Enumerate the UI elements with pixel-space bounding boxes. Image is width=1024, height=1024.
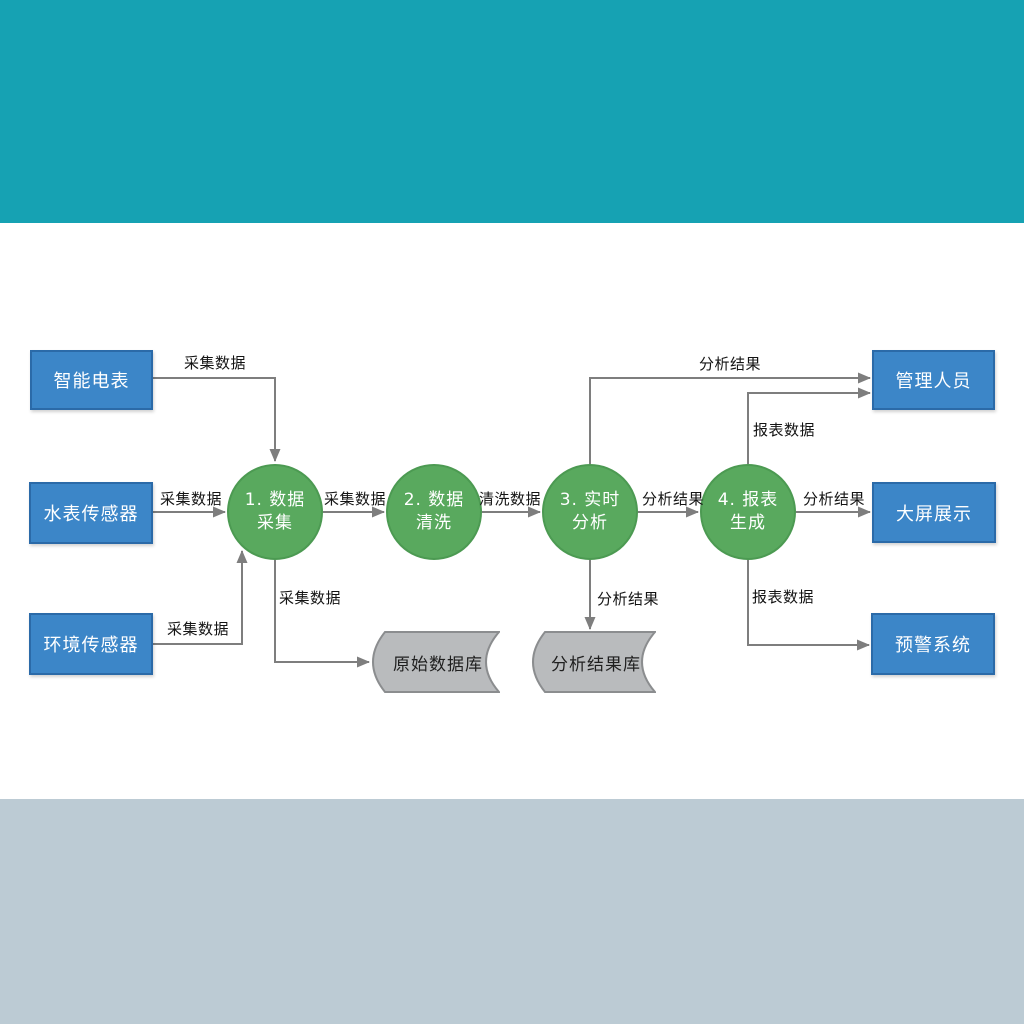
edge-label-cleaned-data: 清洗数据 <box>479 490 542 508</box>
process-3-realtime-analysis: 3. 实时 分析 <box>542 464 638 560</box>
process-label-line2: 分析 <box>572 513 608 533</box>
edge-label-analysis-result: 分析结果 <box>699 355 762 373</box>
edge-label-analysis-result: 分析结果 <box>642 490 705 508</box>
process-4-report-generation: 4. 报表 生成 <box>700 464 796 560</box>
process-label-line2: 清洗 <box>416 513 452 533</box>
process-1-data-collection: 1. 数据 采集 <box>227 464 323 560</box>
edge-label-report-data: 报表数据 <box>752 588 815 606</box>
datastore-label: 原始数据库 <box>393 654 483 675</box>
datastore-shape-icon <box>372 631 500 693</box>
entity-environment-sensor: 环境传感器 <box>29 613 153 675</box>
bottom-band <box>0 799 1024 1024</box>
entity-label: 环境传感器 <box>43 635 139 656</box>
process-label-line2: 生成 <box>730 513 766 533</box>
edge-label-collect-data: 采集数据 <box>184 354 247 372</box>
edge-label-collect-data: 采集数据 <box>279 589 342 607</box>
edge-label-analysis-result: 分析结果 <box>803 490 866 508</box>
top-band <box>0 0 1024 223</box>
edge-smart-meter-to-p1 <box>153 377 281 462</box>
entity-label: 水表传感器 <box>43 504 139 525</box>
edge-label-collect-data: 采集数据 <box>167 620 230 638</box>
process-label-line1: 4. 报表 <box>717 490 779 511</box>
entity-smart-electric-meter: 智能电表 <box>30 350 153 410</box>
datastore-label: 分析结果库 <box>551 654 641 675</box>
datastore-shape-icon <box>532 631 656 693</box>
edge-label-collect-data: 采集数据 <box>324 490 387 508</box>
process-label-line2: 采集 <box>257 513 293 533</box>
edge-label-analysis-result: 分析结果 <box>597 590 660 608</box>
entity-label: 预警系统 <box>895 635 971 656</box>
entity-warning-system: 预警系统 <box>871 613 995 675</box>
entity-big-screen-display: 大屏展示 <box>872 482 996 543</box>
process-label-line1: 3. 实时 <box>559 490 621 511</box>
datastore-analysis-result-store: 分析结果库 <box>530 631 656 693</box>
edge-p1-to-raw-db <box>274 560 370 668</box>
datastore-raw-database: 原始数据库 <box>370 631 500 693</box>
entity-managers: 管理人员 <box>872 350 995 410</box>
process-2-data-cleaning: 2. 数据 清洗 <box>386 464 482 560</box>
process-label-line1: 1. 数据 <box>244 490 306 511</box>
entity-label: 管理人员 <box>895 371 972 392</box>
process-label-line1: 2. 数据 <box>403 490 465 511</box>
edge-label-report-data: 报表数据 <box>753 421 816 439</box>
entity-water-meter-sensor: 水表传感器 <box>29 482 153 544</box>
edge-p3-to-managers <box>589 372 871 464</box>
entity-label: 大屏展示 <box>896 503 972 525</box>
edge-label-collect-data: 采集数据 <box>160 490 223 508</box>
entity-label: 智能电表 <box>53 371 130 392</box>
